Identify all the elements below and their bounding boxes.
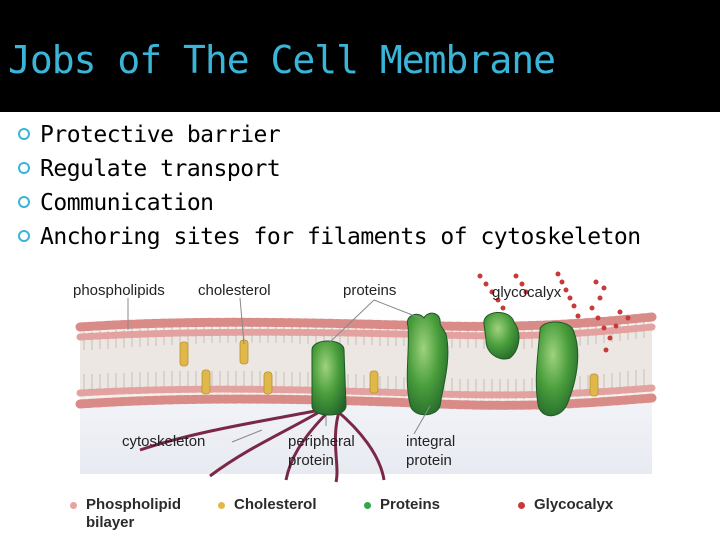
bullet-circle-icon (18, 128, 30, 140)
label-proteins: proteins (343, 282, 396, 299)
cholesterol-molecules (179, 339, 599, 397)
bullet-regulate-transport: Regulate transport (18, 152, 641, 186)
bullet-protective-barrier: Protective barrier (18, 118, 641, 152)
legend-dot-icon (218, 502, 225, 509)
label-phospholipids: phospholipids (73, 282, 165, 299)
bullet-list: Protective barrier Regulate transport Co… (18, 118, 641, 254)
bullet-communication: Communication (18, 186, 641, 220)
bullet-circle-icon (18, 230, 30, 242)
label-cholesterol: cholesterol (198, 282, 271, 299)
bullet-circle-icon (18, 196, 30, 208)
label-integral-protein: protein (406, 452, 452, 469)
legend-dot-icon (70, 502, 77, 509)
label-pointer-lines (127, 297, 431, 443)
label-peripheral-protein: protein (288, 452, 334, 469)
legend-dot-icon (518, 502, 525, 509)
label-peripheral: peripheral (288, 433, 355, 450)
label-glycocalyx: glycocalyx (492, 284, 562, 301)
bullet-circle-icon (18, 162, 30, 174)
cell-membrane-diagram: phospholipids cholesterol proteins glyco… (73, 271, 657, 483)
label-cytoskeleton: cytoskeleton (122, 433, 205, 450)
cytoskeleton-filaments (139, 406, 386, 483)
title-bar: Jobs of The Cell Membrane (0, 0, 720, 112)
glycocalyx-chains (477, 271, 631, 353)
bullet-anchoring-sites: Anchoring sites for filaments of cytoske… (18, 220, 641, 254)
membrane-proteins (311, 312, 579, 417)
legend-dot-icon (364, 502, 371, 509)
slide-title: Jobs of The Cell Membrane (8, 38, 556, 82)
label-integral: integral (406, 433, 455, 450)
